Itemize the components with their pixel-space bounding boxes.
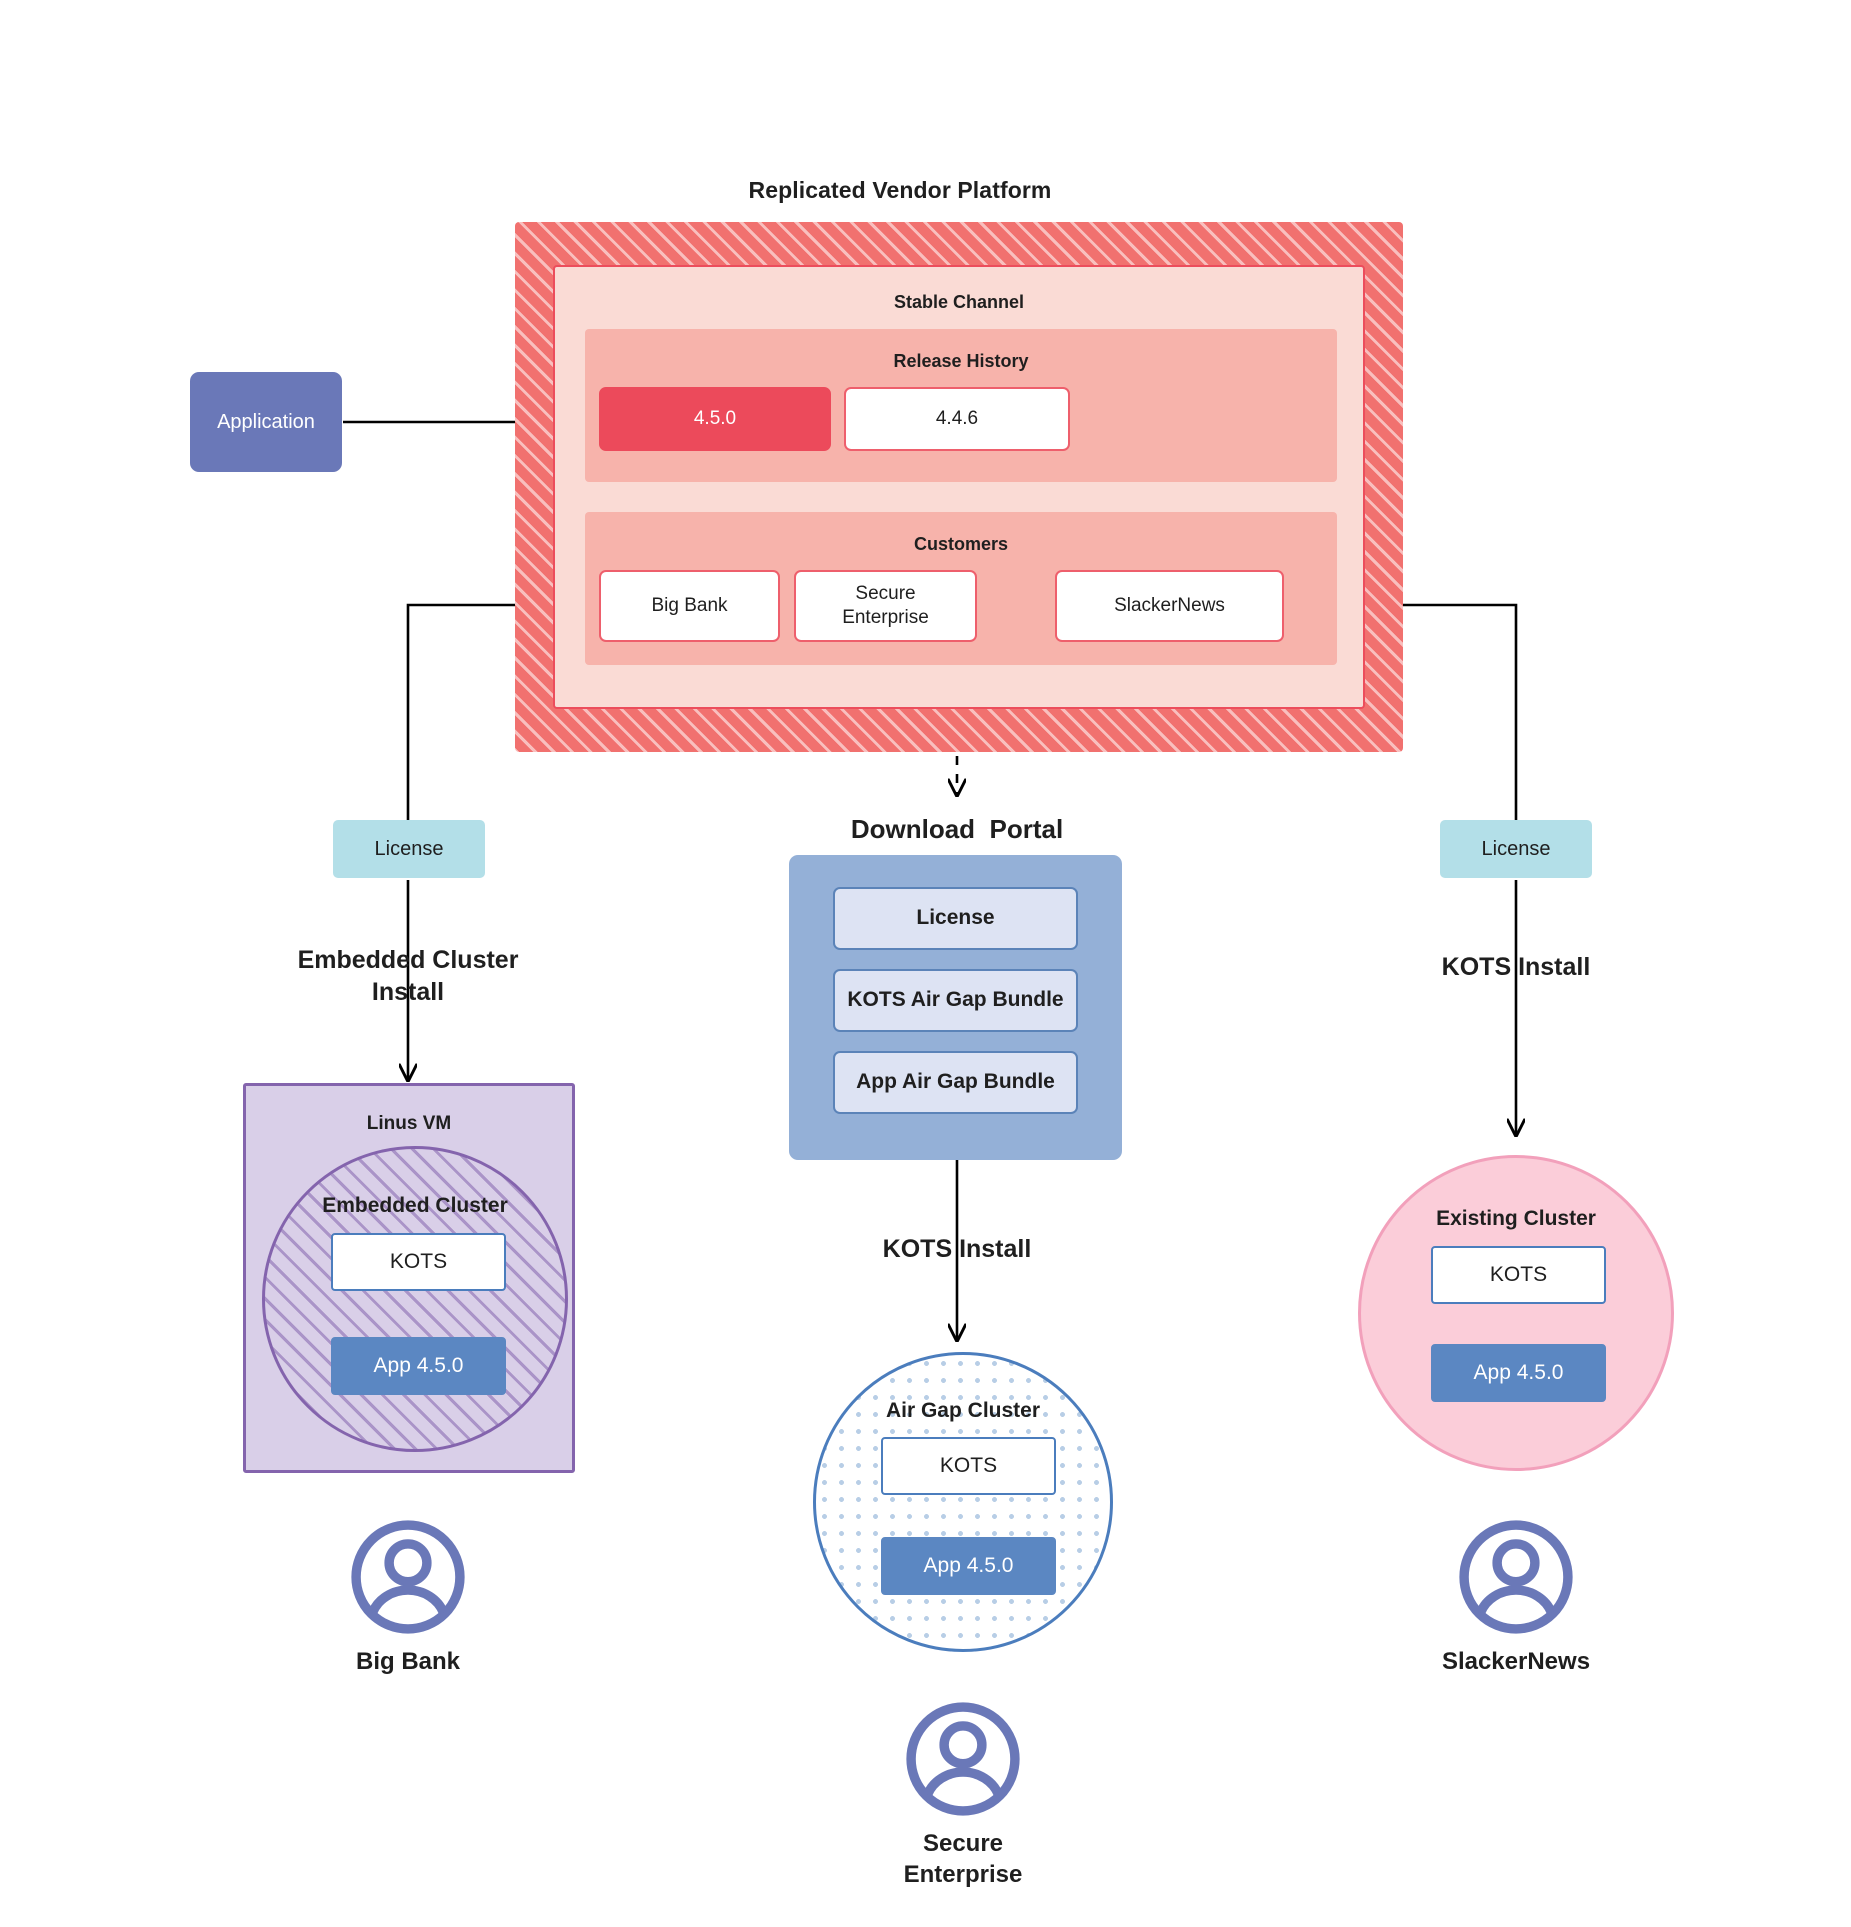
kots-chip-embedded[interactable]: KOTS xyxy=(331,1233,506,1291)
customer-label-big-bank: Big Bank xyxy=(355,1648,460,1676)
customers-container: Customers Big Bank Secure Enterprise Sla… xyxy=(585,512,1337,665)
existing-cluster-title: Existing Cluster xyxy=(1436,1207,1596,1230)
portal-item-app-air-gap-bundle[interactable]: App Air Gap Bundle xyxy=(833,1051,1078,1114)
linux-vm-container: Linus VM Embedded Cluster KOTS App 4.5.0 xyxy=(243,1083,575,1473)
user-avatar-icon xyxy=(906,1702,1020,1816)
avatar-big-bank xyxy=(349,1518,467,1636)
linux-vm-title: Linus VM xyxy=(366,1113,452,1134)
portal-item-kots-air-gap-bundle[interactable]: KOTS Air Gap Bundle xyxy=(833,969,1078,1032)
app-chip-existing[interactable]: App 4.5.0 xyxy=(1431,1344,1606,1402)
user-avatar-icon xyxy=(351,1520,465,1634)
customer-chip-slackernews[interactable]: SlackerNews xyxy=(1055,570,1284,642)
air-gap-cluster-circle: Air Gap Cluster KOTS App 4.5.0 xyxy=(813,1352,1113,1652)
user-avatar-icon xyxy=(1459,1520,1573,1634)
kots-install-label-right: KOTS Install xyxy=(1441,952,1591,981)
existing-cluster-circle: Existing Cluster KOTS App 4.5.0 xyxy=(1358,1155,1674,1471)
kots-chip-existing[interactable]: KOTS xyxy=(1431,1246,1606,1304)
vendor-platform-container: Stable Channel Release History 4.5.0 4.4… xyxy=(515,222,1403,752)
avatar-secure-enterprise xyxy=(904,1700,1022,1818)
stable-channel-container: Stable Channel Release History 4.5.0 4.4… xyxy=(553,265,1365,709)
customer-label-slackernews: SlackerNews xyxy=(1441,1648,1591,1676)
app-chip-embedded[interactable]: App 4.5.0 xyxy=(331,1337,506,1395)
embedded-cluster-circle: Embedded Cluster KOTS App 4.5.0 xyxy=(262,1146,568,1452)
app-chip-airgap[interactable]: App 4.5.0 xyxy=(881,1537,1056,1595)
customers-title: Customers xyxy=(913,534,1009,554)
stable-channel-title: Stable Channel xyxy=(893,292,1025,312)
customer-chip-secure-enterprise[interactable]: Secure Enterprise xyxy=(794,570,977,642)
release-history-container: Release History 4.5.0 4.4.6 xyxy=(585,329,1337,482)
embedded-cluster-install-label: Embedded Cluster Install xyxy=(297,945,519,1007)
air-gap-cluster-title: Air Gap Cluster xyxy=(885,1399,1041,1422)
download-portal-container: License KOTS Air Gap Bundle App Air Gap … xyxy=(789,855,1122,1160)
release-chip-past[interactable]: 4.4.6 xyxy=(844,387,1070,451)
customer-label-secure-enterprise: Secure Enterprise xyxy=(903,1829,1023,1888)
download-portal-title: Download Portal xyxy=(850,813,1064,844)
release-history-title: Release History xyxy=(893,351,1029,371)
kots-chip-airgap[interactable]: KOTS xyxy=(881,1437,1056,1495)
license-box-left[interactable]: License xyxy=(333,820,485,878)
license-box-right[interactable]: License xyxy=(1440,820,1592,878)
kots-install-label-center: KOTS Install xyxy=(882,1234,1032,1263)
release-chip-current[interactable]: 4.5.0 xyxy=(599,387,831,451)
embedded-cluster-title: Embedded Cluster xyxy=(322,1194,508,1217)
portal-item-license[interactable]: License xyxy=(833,887,1078,950)
avatar-slackernews xyxy=(1457,1518,1575,1636)
customer-chip-big-bank[interactable]: Big Bank xyxy=(599,570,780,642)
application-box[interactable]: Application xyxy=(190,372,342,472)
page-title: Replicated Vendor Platform xyxy=(748,176,1052,203)
